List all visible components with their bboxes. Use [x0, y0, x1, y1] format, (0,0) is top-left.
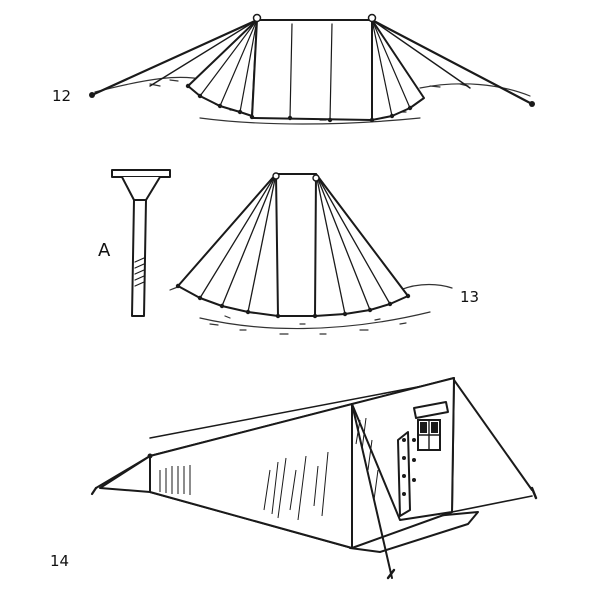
figure-13-label: 13	[460, 288, 479, 306]
figure-13-left-top	[272, 172, 280, 180]
figure-13-right-top	[312, 174, 320, 182]
figure-13-left-seams	[177, 173, 277, 313]
figure-13-tent: 13	[169, 172, 479, 335]
pole-bracket	[121, 176, 161, 201]
detail-a-pole: A	[98, 169, 171, 317]
figure-12-tent: 12	[52, 13, 535, 125]
figure-14-front-guy	[351, 403, 393, 579]
figure-12-left-stake	[89, 92, 95, 98]
figure-14-window	[417, 419, 441, 451]
figure-14-rear-end	[99, 455, 151, 493]
figure-14-roof-face	[149, 403, 353, 549]
figure-12-guy-ropes	[90, 18, 534, 106]
figure-14-rear-stake	[147, 453, 153, 459]
figure-12-right-pole-top	[367, 13, 377, 23]
figure-12-wall-seams	[289, 23, 333, 121]
figure-12-base-pegs	[185, 83, 413, 123]
figure-13-door-panel	[275, 173, 317, 317]
figure-12-left-pole-top	[252, 13, 262, 23]
figure-13-base-pegs	[175, 283, 411, 319]
figure-12-right-end-panel	[371, 19, 425, 121]
figure-12-side-wall	[251, 19, 373, 121]
figure-14-rolled-flap	[413, 401, 449, 419]
figure-13-right-seams	[315, 173, 409, 315]
figure-14-label: 14	[50, 552, 69, 570]
figure-14-door-ties	[402, 438, 416, 496]
figure-12-left-fan-seams	[199, 19, 258, 113]
figure-14-tent: 14	[50, 377, 538, 580]
figure-12-right-stake	[529, 101, 535, 107]
figure-14-ridge-guy	[149, 379, 455, 439]
figure-14-ground-guy	[451, 495, 533, 513]
pole-crossbar	[111, 169, 171, 178]
figure-12-right-fan-seams	[371, 19, 411, 117]
detail-a-label: A	[98, 240, 111, 261]
figure-12-label: 12	[52, 87, 71, 105]
pole-shaft	[131, 199, 147, 317]
figure-14-side-guy	[453, 379, 533, 491]
pole-lashing	[134, 257, 145, 287]
